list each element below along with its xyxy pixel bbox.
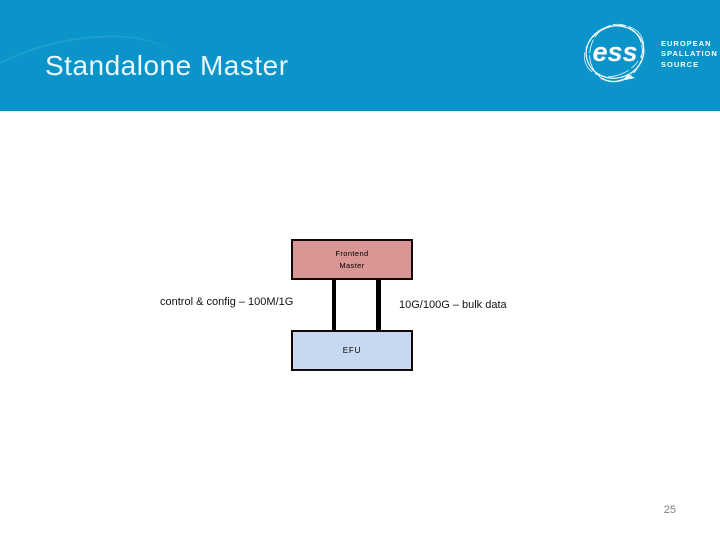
ess-logo: ess EUROPEAN SPALLATION SOURCE bbox=[577, 10, 717, 98]
header-decorative-swoosh bbox=[0, 18, 188, 154]
bulk-data-label: 10G/100G – bulk data bbox=[399, 299, 507, 311]
frontend-master-box: Frontend Master bbox=[291, 239, 413, 280]
control-config-label: control & config – 100M/1G bbox=[160, 296, 294, 308]
logo-org-line: EUROPEAN bbox=[661, 38, 712, 48]
page-number: 25 bbox=[663, 504, 676, 516]
efu-box: EFU bbox=[291, 330, 413, 371]
logo-org-line: SPALLATION bbox=[661, 49, 718, 59]
connector-bulk-data-link bbox=[376, 278, 381, 332]
ess-logo-wordmark: ess bbox=[592, 37, 637, 67]
ess-logo-icon: ess bbox=[584, 23, 645, 83]
frontend-master-label-line2: Master bbox=[339, 260, 365, 270]
slide-title: Standalone Master bbox=[45, 50, 289, 81]
frontend-master-label-line1: Frontend bbox=[335, 248, 369, 258]
logo-org-line: SOURCE bbox=[661, 59, 700, 69]
slide-header: Standalone Master ess EUROPEAN SPALLATIO… bbox=[0, 0, 720, 154]
efu-label: EFU bbox=[342, 346, 362, 355]
connector-control-link bbox=[332, 278, 336, 332]
logo-org-name: EUROPEAN SPALLATION SOURCE bbox=[661, 40, 718, 69]
